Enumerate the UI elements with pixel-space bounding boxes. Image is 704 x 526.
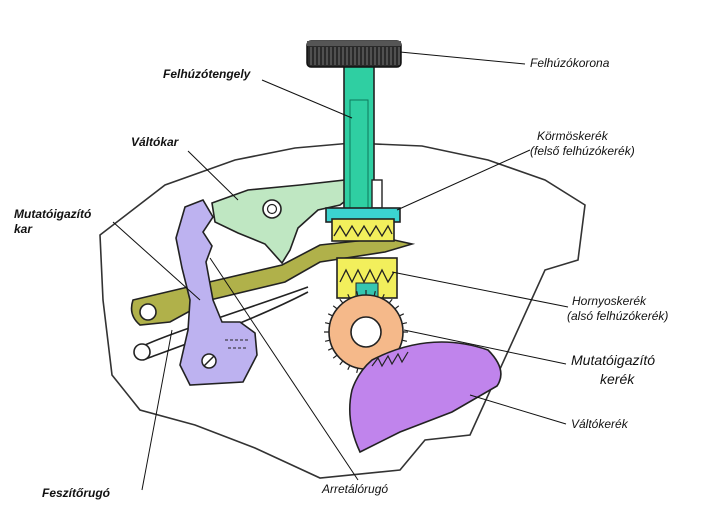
label-mutatoigazito-kar-sub: kar <box>14 222 33 236</box>
winding-crown <box>306 40 402 68</box>
stem-collar <box>371 179 383 209</box>
setting-lever-hole <box>139 303 157 321</box>
setting-arm <box>175 199 258 386</box>
label-valtokerek: Váltókerék <box>571 417 629 431</box>
label-mutatoigazito-kerek: Mutatóigazító <box>571 352 655 368</box>
minute-wheel-teeth <box>371 351 409 368</box>
label-arretalorugo: Arretálórugó <box>321 482 388 496</box>
leader-lines <box>112 51 569 491</box>
label-feszitorugo: Feszítőrugó <box>42 486 110 500</box>
label-mutatoigazito-kar: Mutatóigazító <box>14 207 91 221</box>
label-felhuzotengely: Felhúzótengely <box>163 67 252 81</box>
label-valtokar: Váltókar <box>131 135 180 149</box>
clutch-wheel-body <box>331 218 395 242</box>
label-felhuzokorona: Felhúzókorona <box>530 56 610 70</box>
movement-plate-outline <box>99 142 586 479</box>
yoke-screw <box>262 199 282 219</box>
yoke <box>211 179 359 265</box>
label-kormoskerek-sub: (felső felhúzókerék) <box>530 144 635 158</box>
setting-wheel <box>324 290 408 374</box>
label-hornyoskerek: Hornyoskerék <box>572 294 647 308</box>
clutch-wheel-teeth <box>333 224 393 238</box>
label-hornyoskerek-sub: (alsó felhúzókerék) <box>567 309 668 323</box>
label-kormoskerek: Körmöskerék <box>537 129 609 143</box>
winding-stem <box>343 64 375 211</box>
label-mutatoigazito-kerek-sub: kerék <box>600 371 635 387</box>
minute-wheel <box>348 341 502 454</box>
